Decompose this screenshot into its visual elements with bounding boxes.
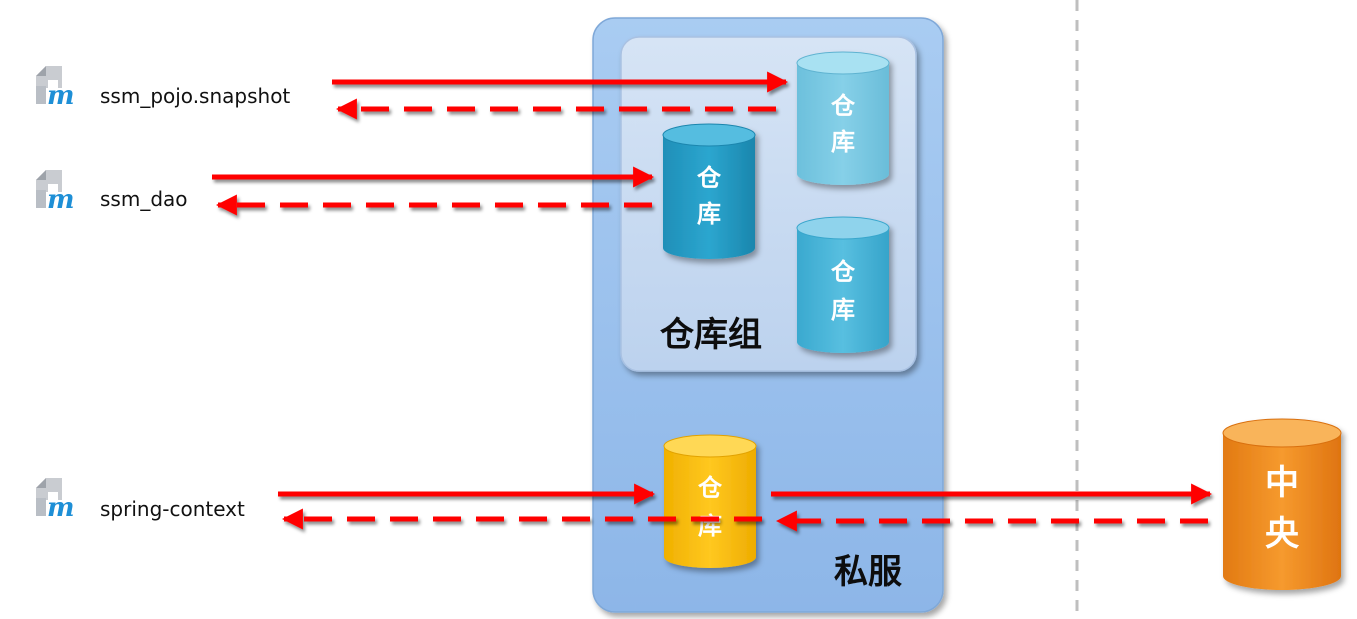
proxy-repo-cylinder [663, 434, 757, 568]
svg-text:m: m [47, 185, 75, 215]
module-spring-context: m spring-context [36, 478, 245, 523]
module-label-dao: ssm_dao [100, 187, 188, 211]
repo-cylinder-1-text-2: 库 [831, 128, 855, 156]
arrows-pojo [332, 71, 789, 120]
maven-module-icon: m [36, 478, 75, 523]
repo-cylinder-3-text-1: 仓 [830, 258, 856, 286]
repo-group-label: 仓库组 [660, 315, 762, 355]
maven-module-icon: m [36, 66, 75, 111]
central-repo-text-1: 中 [1265, 463, 1299, 503]
module-pojo: m ssm_pojo.snapshot [36, 66, 290, 111]
arrows-dao [212, 166, 655, 216]
repo-cylinder-3-text-2: 库 [831, 296, 855, 324]
proxy-repo-text-1: 仓 [697, 474, 723, 502]
svg-text:m: m [47, 81, 75, 111]
repo-cylinder-1 [796, 51, 890, 185]
svg-text:m: m [47, 493, 75, 523]
arrows-spring-context [278, 483, 1213, 532]
repo-cylinder-2 [662, 123, 756, 259]
module-label-pojo: ssm_pojo.snapshot [100, 84, 290, 108]
central-repo-text-2: 央 [1265, 514, 1300, 554]
module-label-spring-context: spring-context [100, 497, 245, 521]
module-dao: m ssm_dao [36, 170, 188, 215]
central-repo-cylinder [1222, 418, 1342, 590]
proxy-repo-text-2: 库 [698, 512, 722, 540]
repo-cylinder-2-text-2: 库 [697, 200, 721, 228]
private-server-label: 私服 [834, 552, 902, 592]
repo-cylinder-1-text-1: 仓 [830, 92, 856, 120]
repo-cylinder-2-text-1: 仓 [696, 164, 722, 192]
repo-cylinder-3 [796, 216, 890, 353]
maven-module-icon: m [36, 170, 75, 215]
